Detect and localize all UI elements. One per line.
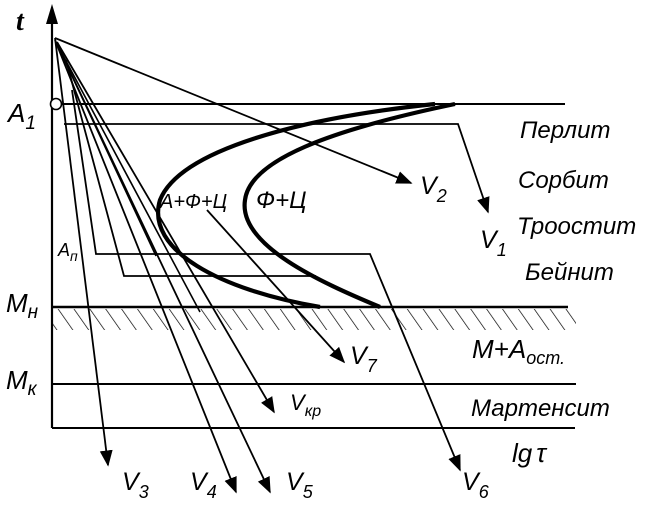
rate-label-v6: V6 (462, 468, 490, 502)
ray-v2 (54, 37, 413, 184)
mn-label: Mн (6, 288, 39, 323)
region-right-label: Ф+Ц (256, 187, 307, 214)
ray-v4 (54, 39, 237, 494)
ray-vkr (56, 41, 275, 414)
a1-label: A1 (6, 98, 36, 134)
y-axis-arrowhead (46, 4, 58, 24)
phase-bainite: Бейнит (525, 259, 614, 286)
rate-label-v4: V4 (190, 468, 217, 502)
rate-label-v2: V2 (420, 172, 447, 206)
isothermal-bainite-path (71, 89, 461, 472)
a1-point (49, 97, 63, 111)
phase-sorbite: Сорбит (518, 167, 609, 194)
ray-v3 (54, 37, 113, 467)
y-axis-label: t (16, 6, 25, 37)
mk-label: Mк (6, 365, 38, 400)
rate-label-v1: V1 (480, 226, 507, 260)
ray-v7 (206, 209, 346, 364)
region-left-label: А+Ф+Ц (159, 191, 227, 213)
phase-troostite: Троостит (517, 213, 636, 240)
phase-martensite: Мартенсит (471, 395, 610, 422)
curve-start-transformation (156, 101, 436, 310)
isothermal-v5-step (65, 59, 316, 277)
rate-label-v5: V5 (286, 468, 314, 502)
mn-hatch-band (52, 309, 576, 330)
phase-pearlite: Перлит (520, 117, 610, 144)
phase-martensite-austenite: M+Aост. (472, 334, 565, 368)
rate-label-v7: V7 (350, 342, 378, 376)
ray-extra-1 (57, 45, 201, 313)
region-austenite-label: Aп (57, 240, 78, 264)
rate-label-v3: V3 (122, 468, 149, 502)
curve-end-transformation (242, 101, 456, 309)
rate-label-vkr: Vкр (290, 390, 321, 420)
isothermal-pearlite-path (64, 123, 490, 214)
ray-extra-2 (57, 45, 157, 257)
